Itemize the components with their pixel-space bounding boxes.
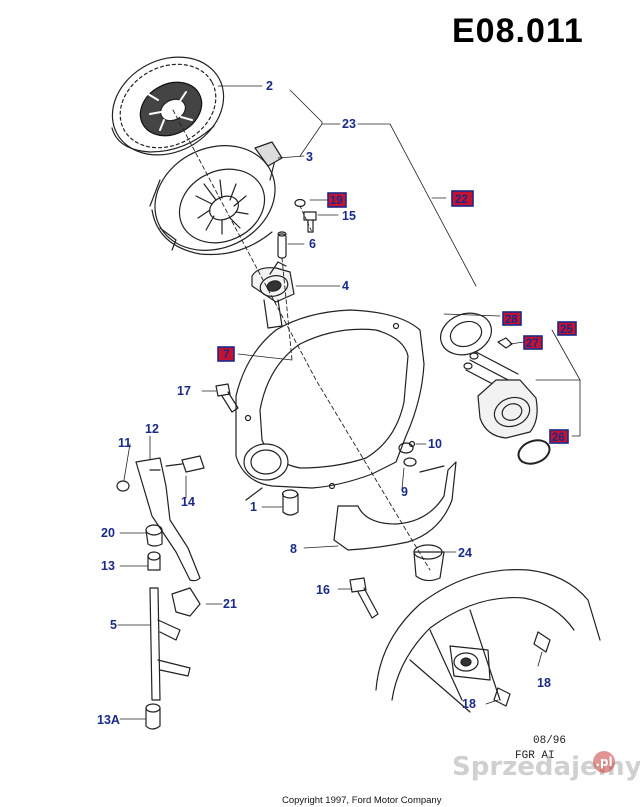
part-label-16: 16 (316, 583, 330, 597)
highlight-box-7 (217, 346, 235, 362)
part-label-3: 3 (306, 150, 313, 164)
highlight-box-19 (327, 192, 347, 208)
part-label-25: 25 (560, 324, 573, 336)
part-label-27: 27 (526, 338, 539, 350)
part-label-8: 8 (290, 542, 297, 556)
part-label-19: 19 (330, 195, 343, 207)
adapter-plate-drawing (235, 309, 425, 501)
part-label-24: 24 (458, 546, 472, 560)
diagram-title: E08.011 (452, 12, 584, 50)
highlight-box-25 (557, 321, 577, 336)
part-label-18-right: 18 (537, 676, 551, 690)
part-label-12: 12 (145, 422, 159, 436)
part-label-20: 20 (101, 526, 115, 540)
revision-date: 08/96 (533, 735, 567, 747)
part-label-15: 15 (342, 209, 356, 223)
part-label-13a: 13A (97, 713, 120, 727)
part-label-18-left: 18 (462, 697, 476, 711)
part-label-7: 7 (223, 349, 229, 361)
highlight-box-26 (549, 429, 569, 444)
slave-cylinder-drawing (440, 312, 551, 465)
part-label-14: 14 (181, 495, 195, 509)
part-label-9: 9 (401, 485, 408, 499)
part-label-11: 11 (118, 436, 131, 450)
part-label-13: 13 (101, 559, 115, 573)
highlight-box-27 (523, 335, 543, 350)
revision-code: FGR AI (515, 750, 555, 762)
part-label-28: 28 (505, 314, 518, 326)
part-label-2: 2 (266, 79, 273, 93)
part-label-26: 26 (552, 432, 565, 444)
highlight-box-22 (451, 190, 474, 207)
part-label-21: 21 (223, 597, 237, 611)
watermark-badge: .pl (593, 751, 615, 773)
part-label-17: 17 (177, 384, 191, 398)
part-label-4: 4 (342, 279, 349, 293)
part-label-6: 6 (309, 237, 316, 251)
copyright-notice: Copyright 1997, Ford Motor Company (282, 795, 442, 806)
part-label-10: 10 (428, 437, 442, 451)
part-label-1: 1 (250, 500, 257, 514)
part-label-5: 5 (110, 618, 117, 632)
part-label-22: 22 (455, 194, 468, 206)
highlight-box-28 (502, 311, 522, 326)
part-label-23: 23 (342, 117, 356, 131)
clutch-disc-drawing (111, 56, 225, 156)
